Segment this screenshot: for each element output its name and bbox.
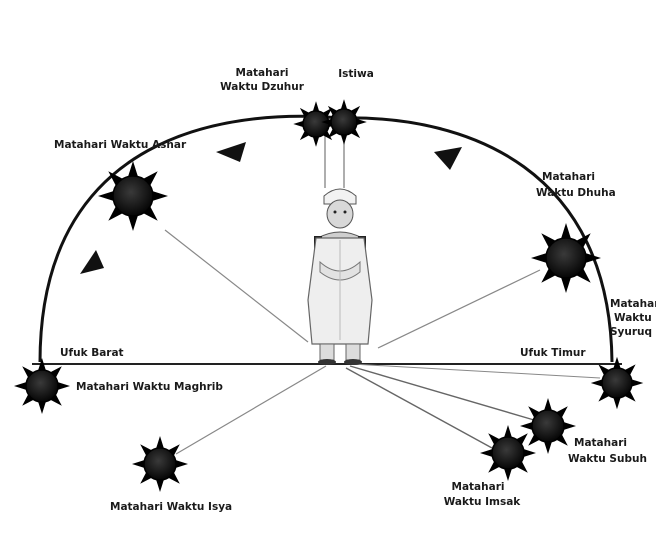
label-imsak-line-1: Matahari xyxy=(452,481,505,493)
label-syuruq-line-2: Waktu xyxy=(614,312,652,324)
label-dzuhur-line-1: Matahari xyxy=(236,67,289,79)
sun-istiwa-icon xyxy=(321,99,367,145)
label-imsak: Matahari Waktu Imsak xyxy=(444,481,522,508)
sightline-ashar xyxy=(165,230,308,342)
label-subuh: Matahari Waktu Subuh xyxy=(568,437,647,465)
arc-arrow-west xyxy=(80,250,104,274)
label-ufuk-barat: Ufuk Barat xyxy=(60,347,124,359)
label-dhuha-line-2: Waktu Dhuha xyxy=(536,187,616,199)
sightline-imsak xyxy=(346,368,492,448)
label-ashar: Matahari Waktu Ashar xyxy=(54,139,187,151)
sun-dhuha-icon xyxy=(531,223,601,293)
label-isya: Matahari Waktu Isya xyxy=(110,501,232,513)
label-dhuha: Matahari Waktu Dhuha xyxy=(536,171,616,199)
sightline-isya xyxy=(176,366,326,454)
label-dzuhur-line-2: Waktu Dzuhur xyxy=(220,81,305,93)
sightline-syuruq xyxy=(352,364,600,378)
sightline-subuh xyxy=(350,366,534,420)
sightline-dhuha xyxy=(378,270,540,348)
label-ufuk-timur: Ufuk Timur xyxy=(520,347,586,359)
label-syuruq-line-3: Syuruq xyxy=(610,326,652,338)
label-syuruq-line-1: Matahari xyxy=(610,298,656,310)
sun-syuruq-icon xyxy=(591,357,644,410)
label-maghrib: Matahari Waktu Maghrib xyxy=(76,381,223,393)
label-dhuha-line-1: Matahari xyxy=(542,171,595,183)
label-subuh-line-2: Waktu Subuh xyxy=(568,453,647,465)
arc-arrow-dhuha xyxy=(434,147,462,170)
sun-maghrib-icon xyxy=(14,358,70,414)
sun-imsak-icon xyxy=(480,425,536,481)
praying-child-figure xyxy=(308,189,372,365)
arc-arrow-ashar xyxy=(216,142,246,162)
label-istiwa: Istiwa xyxy=(338,68,374,80)
label-syuruq: Matahari Waktu Syuruq xyxy=(610,298,656,338)
label-subuh-line-1: Matahari xyxy=(574,437,627,449)
sun-isya-icon xyxy=(132,436,188,492)
sun-subuh-icon xyxy=(520,398,576,454)
label-dzuhur: Matahari Waktu Dzuhur xyxy=(220,67,305,93)
sun-ashar-icon xyxy=(98,161,168,231)
label-imsak-line-2: Waktu Imsak xyxy=(444,496,522,508)
